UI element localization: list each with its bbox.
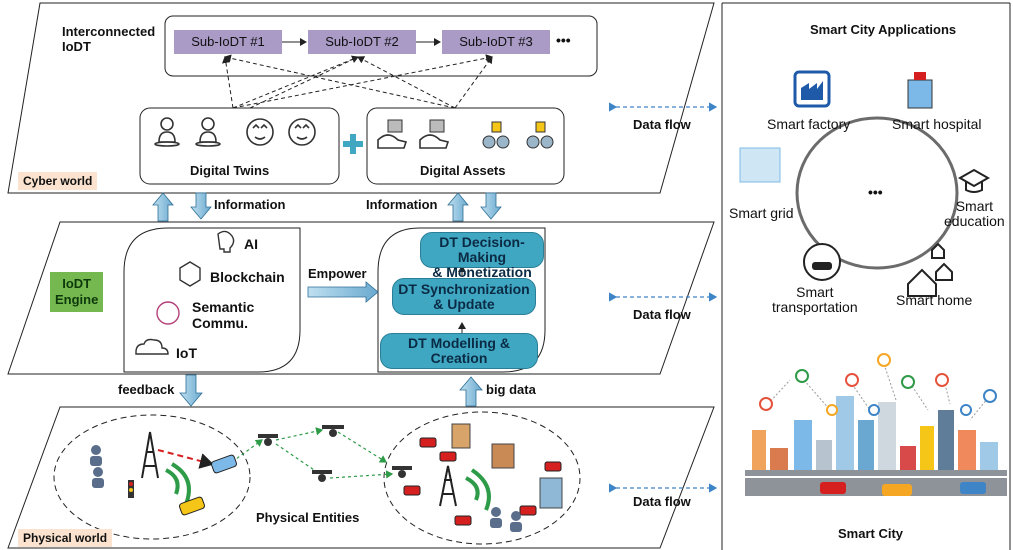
smart-city-center-ellipsis: •••: [868, 184, 883, 200]
dt-sync-line2: & Update: [433, 296, 495, 312]
data-flow-label-middle: Data flow: [633, 307, 691, 322]
smart-grid-label: Smart grid: [729, 205, 794, 221]
iot-label: IoT: [176, 345, 197, 361]
smart-factory-label: Smart factory: [767, 116, 851, 132]
dt-sync-line1: DT Synchronization: [398, 281, 530, 297]
smart-home-label: Smart home: [896, 292, 973, 308]
digital-assets-box: [366, 107, 565, 185]
sub-iodt-2: Sub-IoDT #2: [308, 30, 416, 54]
iodt-engine-tag: IoDT Engine: [50, 272, 104, 312]
engine-tech-blob: [123, 227, 301, 373]
drone-links: [231, 427, 394, 479]
smart-city-label: Smart City: [838, 526, 904, 541]
drone-icons: [258, 425, 412, 482]
information-label-left: Information: [214, 197, 286, 212]
sub-iodt-1: Sub-IoDT #1: [174, 30, 282, 54]
person-icons: [90, 445, 522, 532]
semantic-label-line1: Semantic: [192, 299, 255, 315]
physical-world-tag: Physical world: [18, 529, 113, 547]
down-arrow-feedback: [179, 374, 203, 407]
up-arrow-bigdata: [459, 376, 483, 407]
interconnected-label-line2: IoDT: [62, 39, 91, 54]
dt-model-box: DT Modelling & Creation: [380, 333, 538, 369]
right-entity-area: [383, 411, 581, 545]
smart-education-line2: education: [944, 213, 1005, 229]
smart-city-ring: [795, 116, 959, 270]
data-flow-label-bottom: Data flow: [633, 494, 691, 509]
twin-person-icons: [154, 117, 316, 147]
down-arrow-info-left: [190, 192, 212, 220]
information-label-right: Information: [366, 197, 438, 212]
smart-city-applications-title: Smart City Applications: [810, 22, 957, 37]
iodt-engine-tag-line1: IoDT: [62, 276, 92, 291]
physical-entities-label: Physical Entities: [256, 510, 360, 525]
feedback-label: feedback: [118, 382, 175, 397]
up-arrow-info-left: [152, 192, 174, 222]
building-icons: [451, 423, 563, 509]
dt-sync-box: DT Synchronization & Update: [392, 278, 536, 315]
interconnected-label-line1: Interconnected: [62, 24, 156, 39]
empower-arrow: [307, 281, 379, 303]
dt-decision-line1: DT Decision-Making: [439, 234, 525, 265]
down-arrow-info-right: [480, 192, 502, 220]
signal-arcs: [165, 462, 491, 511]
asset-icons: [377, 119, 554, 149]
sub-iodt-ellipsis: •••: [556, 32, 571, 48]
iodt-engine-tag-line2: Engine: [55, 292, 99, 307]
dt-model-line1: DT Modelling &: [408, 335, 510, 351]
ai-label: AI: [244, 236, 258, 252]
mapping-lines: [221, 54, 493, 109]
dt-decision-box: DT Decision-Making & Monetization: [420, 232, 544, 280]
smart-transportation-label: Smart transportation: [772, 285, 858, 315]
cell-tower-icons: [141, 431, 457, 507]
digital-assets-label: Digital Assets: [420, 163, 506, 178]
sub-iodt-3: Sub-IoDT #3: [442, 30, 550, 54]
semantic-label-line2: Commu.: [192, 315, 248, 331]
cyber-world-tag: Cyber world: [18, 172, 98, 190]
engine-plane: [7, 221, 715, 375]
physical-world-plane: [7, 406, 715, 549]
smart-transportation-line2: transportation: [772, 299, 858, 315]
smart-transportation-line1: Smart: [796, 284, 834, 300]
smart-education-label: Smart education: [944, 199, 1005, 229]
engine-tech-icons: [135, 230, 235, 355]
data-flow-label-top: Data flow: [633, 117, 691, 132]
interconnected-label: Interconnected IoDT: [62, 24, 155, 54]
smart-hospital-label: Smart hospital: [892, 116, 982, 132]
dt-decision-line2: & Monetization: [432, 264, 532, 280]
big-data-label: big data: [486, 382, 536, 397]
digital-twins-label: Digital Twins: [190, 163, 270, 178]
up-arrow-info-right: [447, 192, 469, 222]
data-flow-arrows: [608, 102, 718, 493]
blockchain-label: Blockchain: [210, 269, 285, 285]
smart-education-line1: Smart: [955, 198, 994, 214]
car-icons: [179, 437, 562, 526]
smart-city-icons: [739, 70, 991, 297]
semantic-label: Semantic Commu.: [192, 299, 254, 331]
empower-label: Empower: [308, 266, 367, 281]
city-skyline: [745, 353, 1007, 496]
left-entity-area: [53, 414, 251, 540]
dt-model-line2: Creation: [430, 350, 488, 366]
